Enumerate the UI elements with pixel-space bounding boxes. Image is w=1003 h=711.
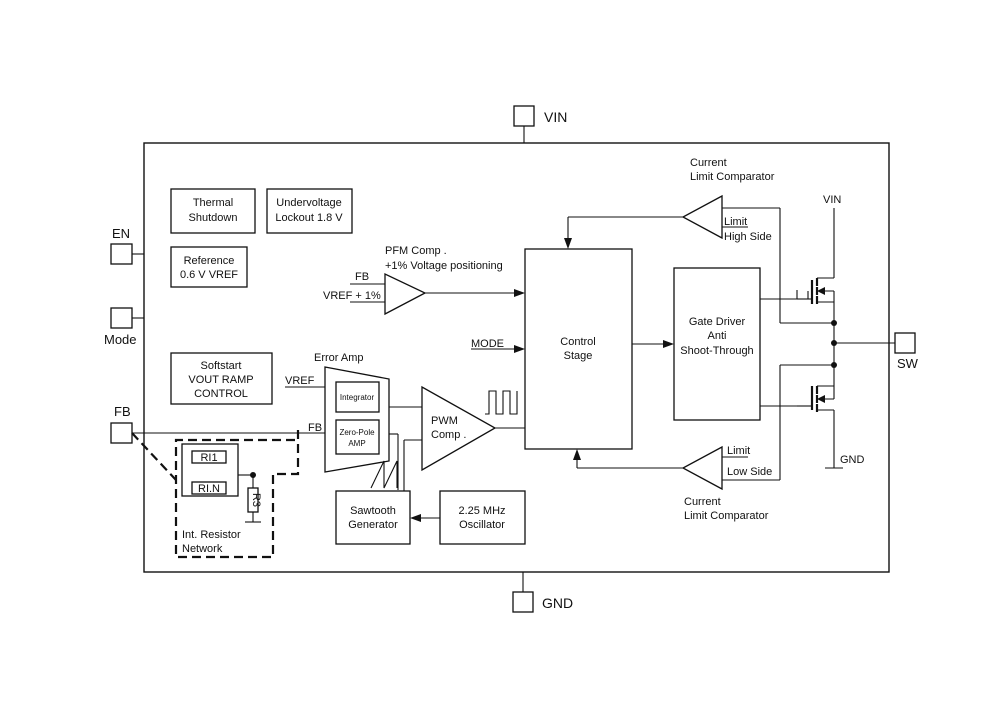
pwm-line-1: PWM — [431, 415, 458, 427]
error-amp-fb: FB — [308, 422, 322, 434]
mode-input-label: MODE — [471, 338, 504, 350]
ic-outline — [143, 142, 890, 573]
pwm-line-2: Comp . — [431, 429, 466, 441]
low-side-mosfet-icon — [797, 385, 835, 412]
high-side-mosfet-icon — [796, 277, 835, 304]
resistor-r3: R3 — [250, 493, 262, 507]
softstart-line-2: VOUT RAMP — [188, 374, 253, 386]
output-vin-label: VIN — [823, 194, 841, 206]
pfm-subtitle: +1% Voltage positioning — [385, 260, 503, 272]
pwm-comparator: PWM Comp . — [421, 385, 525, 472]
resistor-caption-1: Int. Resistor — [182, 529, 241, 541]
current-low-title-1: Current — [684, 496, 721, 508]
uvlo-line-2: Lockout 1.8 V — [275, 212, 343, 224]
gate-driver-line-2: Anti — [708, 330, 727, 342]
pin-fb: FB — [110, 404, 133, 444]
pin-fb-label: FB — [114, 404, 131, 419]
current-high-limit: Limit — [724, 216, 747, 228]
pin-mode: Mode — [104, 307, 144, 347]
undervoltage-lockout-block: Undervoltage Lockout 1.8 V — [266, 188, 353, 234]
oscillator-line-2: Oscillator — [459, 519, 505, 531]
pin-sw: SW — [894, 332, 919, 371]
oscillator-block: 2.25 MHz Oscillator — [410, 490, 526, 545]
current-low-title-2: Limit Comparator — [684, 510, 769, 522]
resistor-rn: RI.N — [198, 483, 220, 495]
pin-vin: VIN — [513, 105, 567, 143]
sawtooth-line-2: Generator — [348, 519, 398, 531]
control-line-1: Control — [560, 336, 595, 348]
current-limit-high-side: Current Limit Comparator Limit High Side — [564, 157, 781, 323]
pfm-comparator: PFM Comp . +1% Voltage positioning FB VR… — [323, 245, 525, 316]
pin-vin-label: VIN — [544, 109, 567, 125]
pfm-vref-label: VREF + 1% — [323, 290, 381, 302]
zero-pole-line-1: Zero-Pole — [339, 428, 375, 437]
pin-en-label: EN — [112, 226, 130, 241]
resistor-r1: RI1 — [200, 452, 217, 464]
uvlo-line-1: Undervoltage — [276, 197, 341, 209]
integrator-label: Integrator — [340, 393, 375, 402]
pfm-title: PFM Comp . — [385, 245, 447, 257]
current-high-side: High Side — [724, 231, 772, 243]
pin-gnd-label: GND — [542, 595, 573, 611]
pin-gnd: GND — [512, 572, 573, 613]
reference-line-1: Reference — [184, 255, 235, 267]
current-low-side: Low Side — [727, 466, 772, 478]
error-amp-vref: VREF — [285, 375, 315, 387]
mode-input: MODE — [471, 338, 525, 353]
pin-en: EN — [110, 226, 144, 265]
internal-resistor-network: RI1 RI.N R3 Int. Resistor Network — [131, 430, 300, 559]
sawtooth-line-1: Sawtooth — [350, 505, 396, 517]
thermal-shutdown-block: Thermal Shutdown — [170, 188, 256, 234]
error-amp-title: Error Amp — [314, 352, 364, 364]
softstart-block: Softstart VOUT RAMP CONTROL — [170, 352, 273, 405]
sawtooth-waveform-icon — [370, 460, 398, 489]
oscillator-line-1: 2.25 MHz — [458, 505, 505, 517]
thermal-line-1: Thermal — [193, 197, 233, 209]
control-line-2: Stage — [564, 350, 593, 362]
gate-driver-line-1: Gate Driver — [689, 316, 746, 328]
output-stage: VIN GND — [760, 194, 895, 469]
pfm-fb-label: FB — [355, 271, 369, 283]
pin-mode-label: Mode — [104, 332, 137, 347]
gate-driver-block: Gate Driver Anti Shoot-Through — [673, 267, 761, 421]
reference-block: Reference 0.6 V VREF — [170, 246, 248, 288]
current-low-limit: Limit — [727, 445, 750, 457]
thermal-line-2: Shutdown — [189, 212, 238, 224]
current-high-title-2: Limit Comparator — [690, 171, 775, 183]
output-gnd-label: GND — [840, 454, 865, 466]
zero-pole-line-2: AMP — [348, 439, 365, 448]
current-limit-low-side: Current Limit Comparator Limit Low Side — [573, 365, 781, 522]
error-amplifier: Error Amp Integrator Zero-Pole AMP VREF … — [285, 352, 390, 473]
pwm-waveform-icon — [485, 390, 518, 415]
pin-sw-label: SW — [897, 356, 919, 371]
current-high-title-1: Current — [690, 157, 727, 169]
gate-driver-line-3: Shoot-Through — [680, 345, 753, 357]
sawtooth-generator-block: Sawtooth Generator — [335, 439, 422, 545]
resistor-caption-2: Network — [182, 543, 223, 555]
reference-line-2: 0.6 V VREF — [180, 269, 238, 281]
softstart-line-3: CONTROL — [194, 388, 248, 400]
control-stage-block: Control Stage — [524, 248, 633, 450]
softstart-line-1: Softstart — [201, 360, 242, 372]
